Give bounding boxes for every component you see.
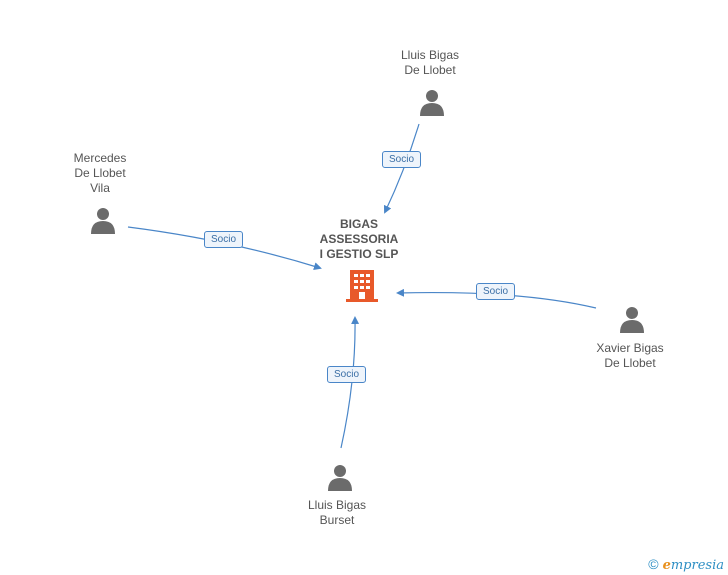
person-icon[interactable] <box>326 463 354 496</box>
person-icon[interactable] <box>618 305 646 338</box>
company-name[interactable]: BIGAS ASSESSORIA I GESTIO SLP <box>319 217 399 261</box>
person-name-p1[interactable]: Lluis Bigas De Llobet <box>400 48 460 77</box>
edge-label-p4[interactable]: Socio <box>327 366 367 383</box>
person-name-p3[interactable]: Xavier Bigas De Llobet <box>596 341 664 370</box>
person-icon[interactable] <box>89 206 117 239</box>
copyright-icon: © <box>648 556 659 572</box>
edge-label-p1[interactable]: Socio <box>382 151 422 168</box>
brand-logo-letter: e <box>662 558 671 573</box>
footer-brand: ©empresia <box>648 556 724 573</box>
edge-label-p2[interactable]: Socio <box>204 231 244 248</box>
person-name-p4[interactable]: Lluis Bigas Burset <box>307 498 367 527</box>
brand-logo-text: mpresia <box>670 558 724 573</box>
edge-p4 <box>340 316 360 449</box>
person-name-p2[interactable]: Mercedes De Llobet Vila <box>73 151 127 195</box>
person-icon[interactable] <box>418 88 446 121</box>
edge-label-p3[interactable]: Socio <box>476 283 516 300</box>
edge-p1 <box>383 123 420 214</box>
building-icon[interactable] <box>346 268 378 307</box>
